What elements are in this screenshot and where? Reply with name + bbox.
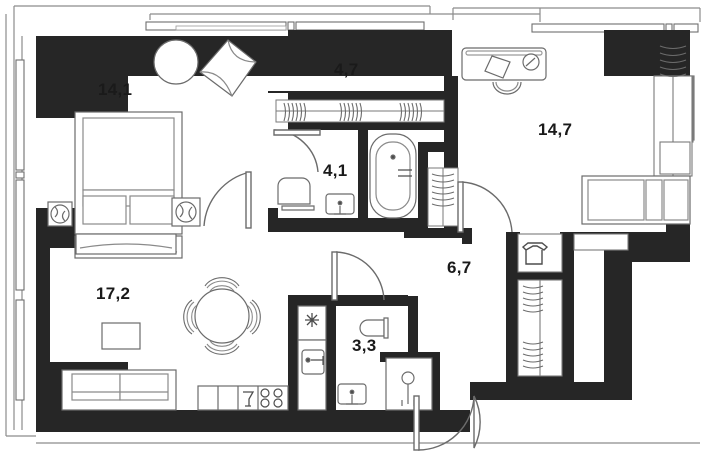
snowflake-icon — [305, 313, 319, 327]
hanger-glyphs-bedroom2 — [659, 45, 687, 77]
laptop — [484, 55, 511, 79]
desk-chair — [492, 81, 522, 95]
window-sashes — [145, 21, 699, 33]
dining-chair — [204, 277, 240, 292]
round-pouf — [153, 39, 199, 85]
room-area-bathroom-main: 4,1 — [323, 161, 348, 180]
sofa — [61, 369, 177, 411]
bathtub — [369, 133, 417, 219]
room-area-bedroom-second: 14,7 — [538, 120, 573, 139]
room-area-bedroom-main: 14,1 — [98, 80, 133, 99]
hanger-glyphs-bath — [431, 173, 455, 207]
room-area-dressing: 4,7 — [334, 60, 359, 79]
coffee-table — [101, 322, 141, 350]
hanger-glyphs-dressing — [283, 102, 423, 122]
dining-chair — [246, 299, 261, 335]
bed-single — [581, 175, 691, 225]
door-bathroom-guest — [331, 251, 385, 301]
toilet-guest — [359, 317, 389, 339]
dining-chairs — [183, 277, 261, 355]
door-bedroom-main — [203, 171, 252, 229]
partition-lines — [268, 91, 452, 297]
room-area-living-kitchen: 17,2 — [96, 284, 131, 303]
dining-chair — [204, 340, 240, 355]
dining-chair — [183, 299, 198, 335]
window-left — [15, 59, 25, 401]
kitchen-counter — [197, 385, 289, 411]
glass-icon — [243, 391, 255, 407]
lamp-icon — [175, 201, 197, 223]
desk-lamp — [522, 53, 540, 71]
wardrobe-hall — [517, 233, 563, 377]
dining-table — [194, 288, 250, 344]
shower-tray — [385, 357, 433, 411]
washbasin-bath-main — [325, 193, 355, 215]
wardrobe-rod — [275, 99, 445, 123]
toilet — [277, 177, 315, 211]
door-bathroom-main — [273, 129, 321, 173]
armchair — [199, 39, 257, 97]
shirt-icon — [521, 242, 549, 265]
walls — [36, 30, 690, 432]
entrance-door — [413, 395, 481, 451]
lamp-icon — [50, 204, 70, 224]
hall-shelf — [573, 233, 629, 251]
shelf-bedroom2 — [659, 141, 691, 175]
tv-panel — [75, 233, 177, 255]
double-bed — [74, 111, 183, 235]
hob-icon — [260, 388, 283, 408]
room-area-hallway: 6,7 — [447, 258, 472, 277]
hanger-glyphs-hall — [522, 285, 544, 369]
washbasin-guest — [337, 383, 367, 405]
door-bedroom2 — [457, 181, 513, 233]
room-area-bathroom-guest: 3,3 — [352, 336, 377, 355]
nightstand-left — [47, 201, 73, 227]
towel-radiator — [427, 167, 459, 227]
nightstand-right — [171, 197, 201, 227]
